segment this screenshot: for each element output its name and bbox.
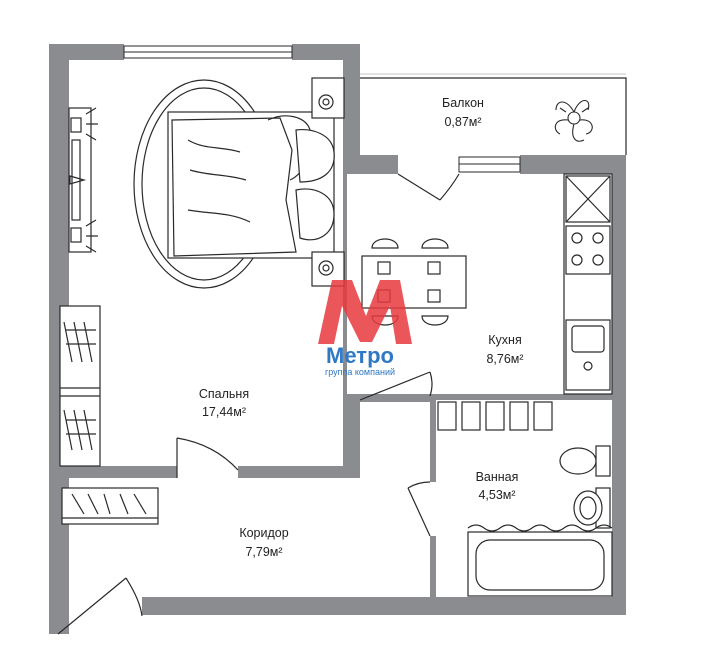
kitchen-furniture — [361, 173, 613, 395]
bathroom-area: 4,53м² — [478, 488, 515, 502]
doors — [57, 173, 460, 635]
bedroom-furniture — [59, 77, 345, 467]
kitchen-area: 8,76м² — [486, 352, 523, 366]
walls — [49, 44, 626, 634]
corridor-area: 7,79м² — [245, 545, 282, 559]
corridor-wardrobe — [61, 487, 159, 525]
balcony-frame — [360, 73, 627, 155]
bedroom-area: 17,44м² — [202, 405, 246, 419]
kitchen-name: Кухня — [488, 333, 521, 347]
logo-mark-icon — [318, 280, 412, 344]
balcony-area: 0,87м² — [444, 115, 481, 129]
corridor-name: Коридор — [239, 526, 288, 540]
logo-tagline: группа компаний — [325, 367, 395, 377]
metro-logo: Метро группа компаний — [318, 280, 412, 377]
logo-name: Метро — [326, 343, 394, 368]
windows — [123, 45, 521, 173]
bedroom-name: Спальня — [199, 387, 249, 401]
balcony-name: Балкон — [442, 96, 484, 110]
bathroom-furniture — [437, 401, 613, 597]
bathroom-name: Ванная — [476, 470, 519, 484]
plant-icon — [554, 99, 593, 142]
room-labels: Балкон 0,87м² Кухня 8,76м² Спальня 17,44… — [199, 96, 524, 559]
